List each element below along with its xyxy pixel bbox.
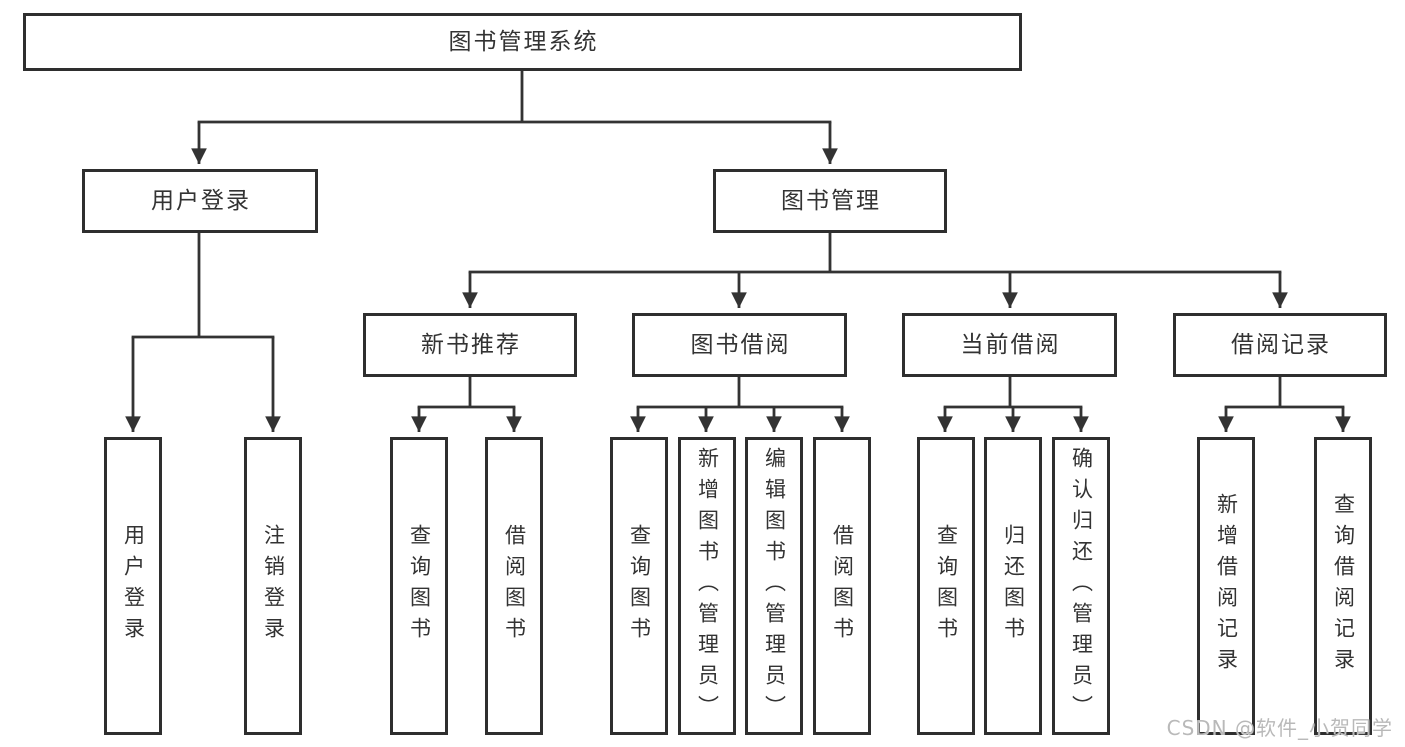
leaf-newbooks-borrow-books-label: 借阅图书 — [502, 524, 527, 648]
leaf-newbooks-borrow-books: 借阅图书 — [485, 437, 543, 735]
node-root-label: 图书管理系统 — [448, 28, 599, 55]
leaf-records-query-record-label: 查询借阅记录 — [1331, 493, 1356, 679]
node-user-login: 用户登录 — [82, 169, 318, 233]
leaf-borrow-edit-books-admin: 编辑图书（管理员） — [745, 437, 803, 735]
leaf-newbooks-query-books-label: 查询图书 — [407, 524, 432, 648]
node-book-borrowing-label: 图书借阅 — [690, 331, 791, 358]
leaf-borrow-query-books: 查询图书 — [610, 437, 668, 735]
leaf-user-login: 用户登录 — [104, 437, 162, 735]
csdn-watermark: CSDN @软件_小贺同学 — [1166, 716, 1393, 740]
leaf-newbooks-query-books: 查询图书 — [390, 437, 448, 735]
node-user-login-label: 用户登录 — [151, 187, 251, 214]
leaf-current-confirm-return-admin: 确认归还（管理员） — [1052, 437, 1110, 735]
leaf-current-confirm-return-admin-label: 确认归还（管理员） — [1069, 446, 1094, 726]
leaf-records-add-record: 新增借阅记录 — [1197, 437, 1255, 735]
leaf-borrow-edit-books-admin-label: 编辑图书（管理员） — [762, 446, 787, 726]
leaf-current-return-books: 归还图书 — [984, 437, 1042, 735]
leaf-borrow-borrow-books: 借阅图书 — [813, 437, 871, 735]
node-borrowing-records-label: 借阅记录 — [1231, 331, 1331, 358]
node-current-borrowing-label: 当前借阅 — [960, 331, 1061, 358]
leaf-records-add-record-label: 新增借阅记录 — [1214, 493, 1239, 679]
leaf-borrow-borrow-books-label: 借阅图书 — [830, 524, 855, 648]
node-new-book-recommend: 新书推荐 — [363, 313, 577, 377]
leaf-logout-label: 注销登录 — [261, 524, 286, 648]
node-book-management: 图书管理 — [713, 169, 947, 233]
leaf-user-login-label: 用户登录 — [121, 524, 146, 648]
node-current-borrowing: 当前借阅 — [902, 313, 1117, 377]
node-new-book-recommend-label: 新书推荐 — [421, 331, 521, 358]
leaf-borrow-query-books-label: 查询图书 — [627, 524, 652, 648]
leaf-current-query-books: 查询图书 — [917, 437, 975, 735]
leaf-records-query-record: 查询借阅记录 — [1314, 437, 1372, 735]
node-borrowing-records: 借阅记录 — [1173, 313, 1387, 377]
node-root-system: 图书管理系统 — [23, 13, 1022, 71]
leaf-logout: 注销登录 — [244, 437, 302, 735]
node-book-management-label: 图书管理 — [781, 187, 881, 214]
leaf-borrow-add-books-admin-label: 新增图书（管理员） — [695, 446, 720, 726]
leaf-current-return-books-label: 归还图书 — [1001, 524, 1026, 648]
leaf-borrow-add-books-admin: 新增图书（管理员） — [678, 437, 736, 735]
leaf-current-query-books-label: 查询图书 — [934, 524, 959, 648]
node-book-borrowing: 图书借阅 — [632, 313, 847, 377]
